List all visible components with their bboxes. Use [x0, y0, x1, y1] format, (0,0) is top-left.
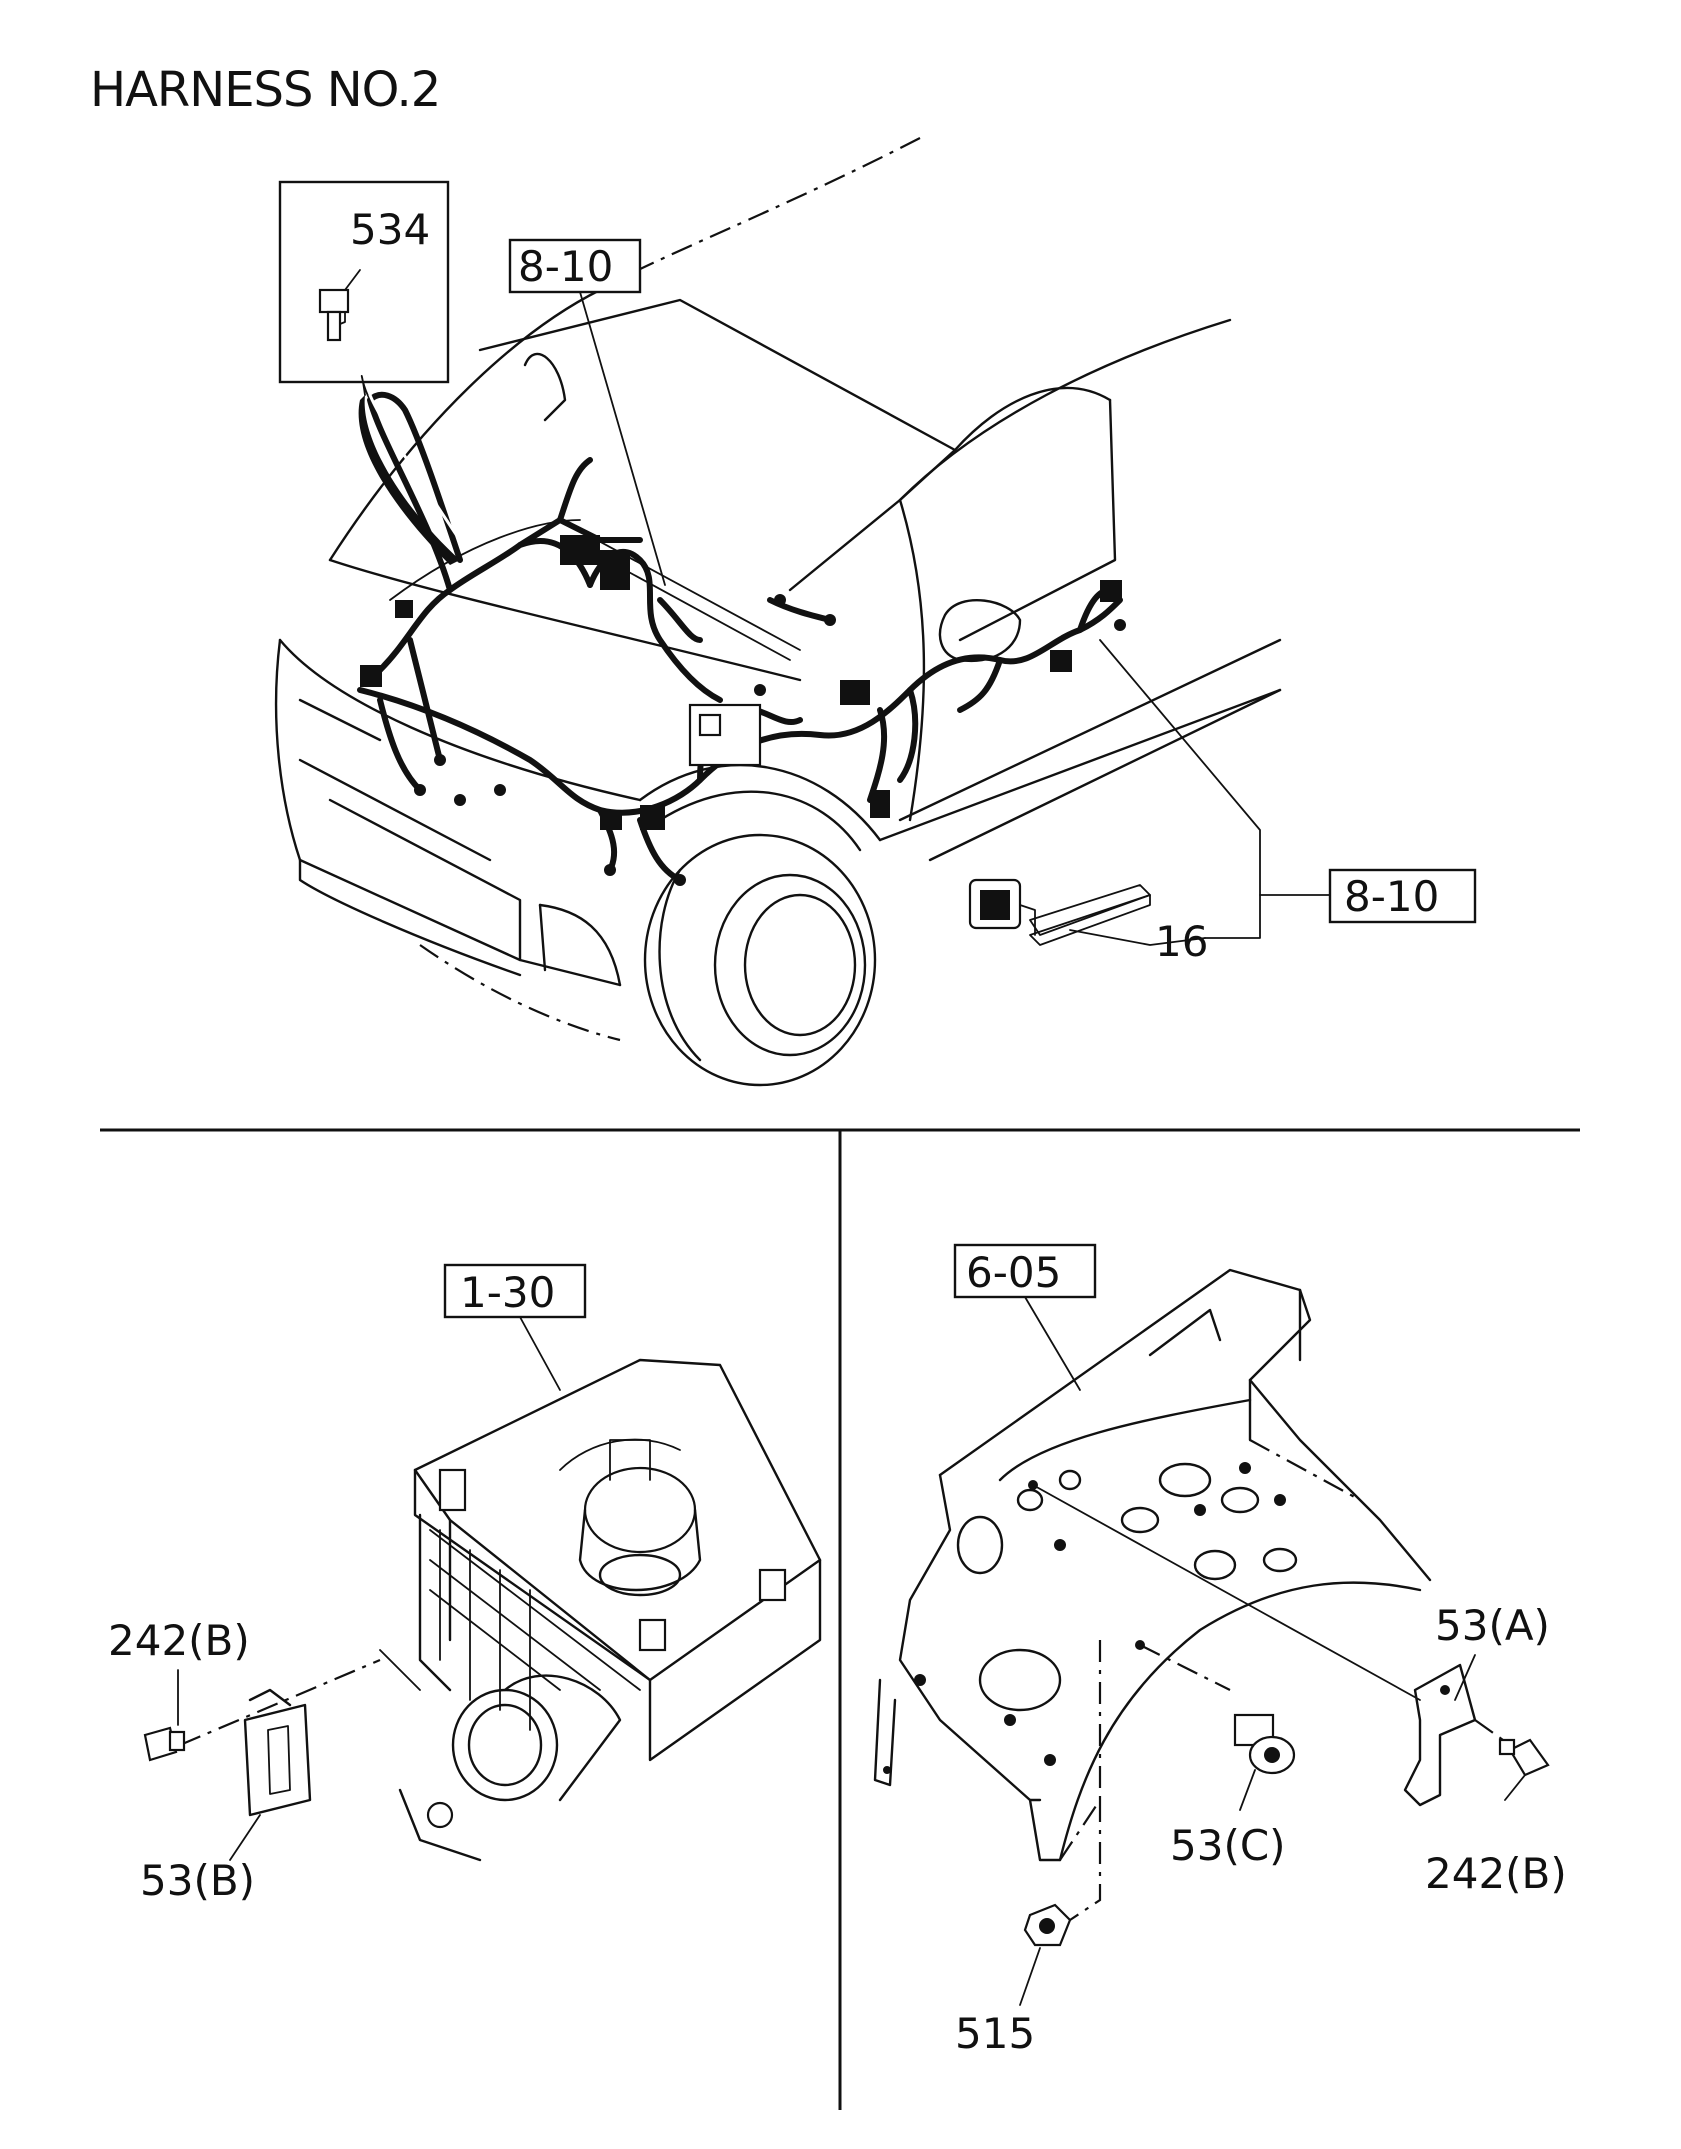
part-label-515: 515: [955, 2009, 1035, 2058]
part-label-53b: 53(B): [140, 1856, 255, 1905]
ref-label-1-30: 1-30: [460, 1268, 555, 1317]
ref-label-8-10-right: 8-10: [1344, 872, 1439, 921]
part-label-242b-left: 242(B): [108, 1616, 250, 1665]
part-label-16: 16: [1155, 917, 1208, 966]
part-label-53c: 53(C): [1170, 1821, 1286, 1870]
ref-label-6-05: 6-05: [966, 1248, 1061, 1297]
part-label-53a: 53(A): [1435, 1601, 1550, 1650]
front-apron-assembly: 6-05: [873, 1243, 1567, 2058]
part-16-grommet: 16: [968, 878, 1208, 966]
vehicle-front-view: [274, 137, 1282, 1087]
part-label-534: 534: [350, 205, 430, 254]
air-cleaner-assembly: 1-30: [108, 1263, 822, 1905]
part-label-242b-right: 242(B): [1425, 1849, 1567, 1898]
diagram-title: HARNESS NO.2: [90, 62, 441, 118]
part-534-callout: 534: [278, 180, 467, 565]
ref-8-10-top: 8-10: [508, 238, 666, 586]
ref-8-10-right: 8-10: [1099, 639, 1477, 939]
harness-no2-wiring: [357, 391, 1126, 886]
ref-label-8-10-top: 8-10: [518, 242, 613, 291]
